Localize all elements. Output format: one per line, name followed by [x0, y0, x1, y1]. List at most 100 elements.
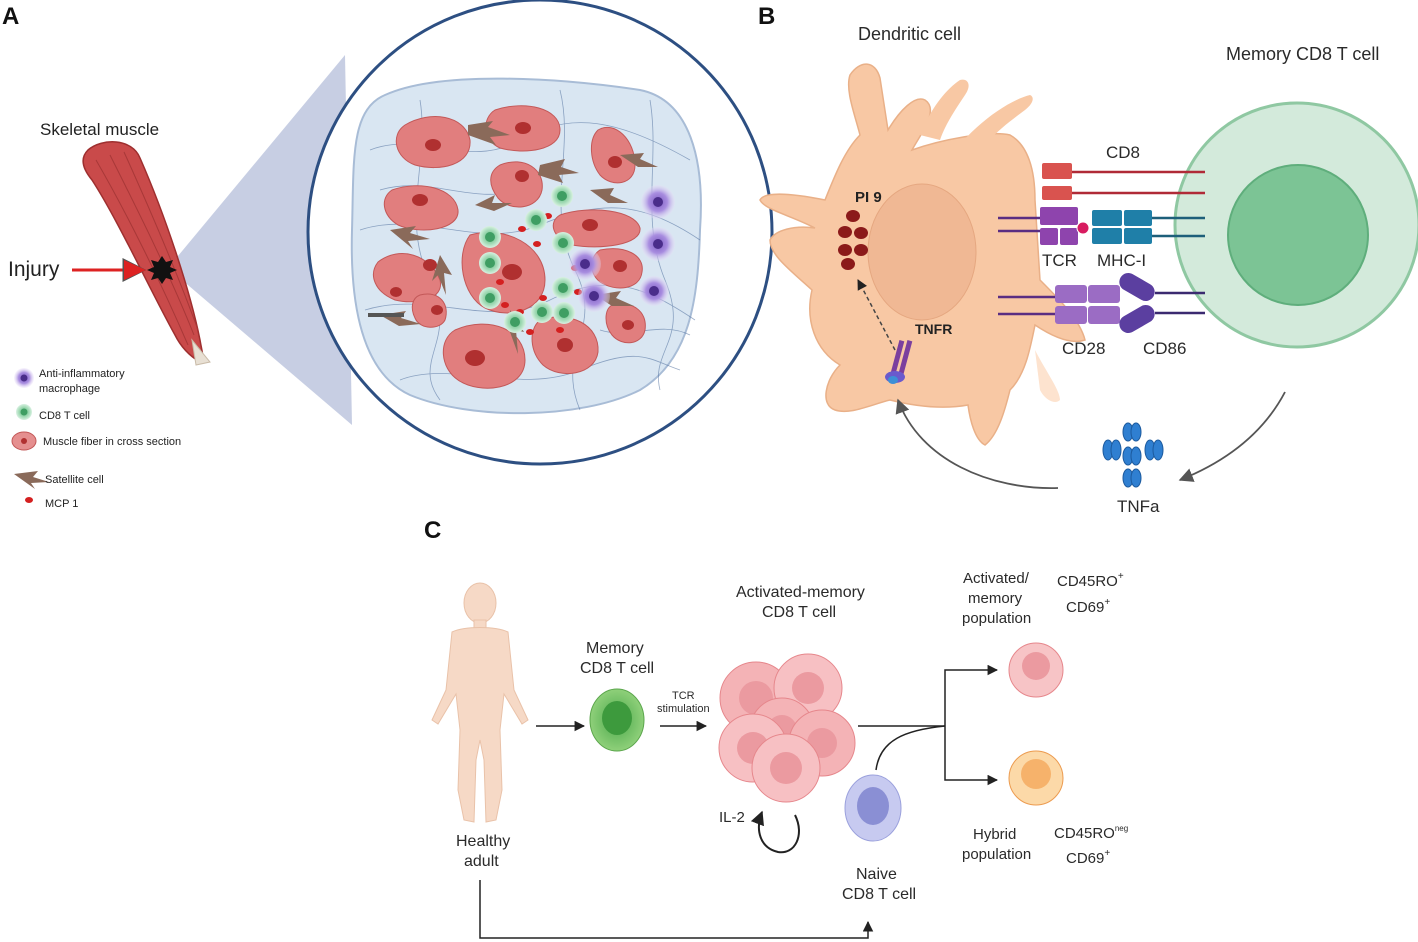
legend: Anti-inflammatory macrophage CD8 T cell …: [11, 368, 181, 510]
legend-item-macrophage: Anti-inflammatory macrophage: [14, 368, 125, 395]
legend-label-mcp1: MCP 1: [45, 498, 78, 510]
healthy-adult-icon: [431, 582, 529, 823]
memory-label-line1: Memory: [586, 640, 644, 657]
legend-item-mcp1: MCP 1: [25, 497, 78, 510]
cd86-block-icon: [1119, 304, 1155, 333]
cd86-label: CD86: [1143, 339, 1186, 358]
mhc-label: MHC-I: [1097, 251, 1146, 270]
memory-cd8-nucleus: [1227, 164, 1369, 306]
act-pop-line1: Activated/: [963, 570, 1030, 587]
hyb-pop-line2: population: [962, 846, 1031, 863]
pi9-granules: [838, 210, 868, 270]
il2-label: IL-2: [719, 809, 745, 826]
marker2-cd45ro: CD45ROneg: [1054, 824, 1128, 842]
arrow-to-activated-pop: [944, 664, 999, 726]
dendritic-nucleus: [867, 183, 977, 321]
dendrite: [920, 79, 969, 140]
cd86-block-icon: [1119, 273, 1155, 301]
injury-arrowhead: [124, 260, 146, 280]
healthy-label-line1: Healthy: [456, 833, 510, 850]
cd28-block-icon: [1088, 285, 1120, 303]
cd28-label: CD28: [1062, 339, 1105, 358]
cd8-block-icon: [1042, 186, 1072, 200]
cd8-label: CD8: [1106, 143, 1140, 162]
activated-memory-cluster-icon: [718, 653, 856, 803]
naive-cd8-nucleus: [857, 787, 889, 825]
mhc-block-icon: [1092, 228, 1122, 244]
satellite-cell-icon: [14, 471, 49, 489]
hyb-pop-line1: Hybrid: [973, 826, 1016, 843]
activated-pop-nucleus: [1022, 652, 1050, 680]
legend-label-muscle-fiber: Muscle fiber in cross section: [43, 436, 181, 448]
scale-bar: [368, 313, 404, 317]
marker1-cd45ro: CD45RO+: [1057, 571, 1124, 590]
panel-a: A Skeletal muscle Injury: [2, 0, 774, 510]
injury-site-icon: [147, 256, 177, 284]
legend-item-satellite-cell: Satellite cell: [14, 471, 104, 489]
muscle-fibers: [373, 105, 646, 389]
healthy-label-line2: adult: [464, 853, 499, 870]
arrow-to-naive: [479, 880, 874, 939]
panel-c-letter: C: [424, 517, 441, 544]
pi9-label: PI 9: [855, 189, 882, 206]
marker1-cd69: CD69+: [1066, 597, 1110, 616]
naive-label-line1: Naive: [856, 866, 897, 883]
activated-label-line2: CD8 T cell: [762, 604, 836, 621]
mhc-block-icon: [1124, 228, 1152, 244]
dendrite: [955, 95, 1033, 160]
mhc-block-icon: [1092, 210, 1122, 226]
tnfa-binding-arrow: [895, 398, 1059, 489]
cd28-block-icon: [1055, 306, 1087, 324]
activated-label-line1: Activated-memory: [736, 584, 865, 601]
tcr-stimulation-line2: stimulation: [657, 703, 710, 715]
tcr-label: TCR: [1042, 251, 1077, 270]
naive-label-line2: CD8 T cell: [842, 886, 916, 903]
marker2-cd69: CD69+: [1066, 848, 1110, 867]
dendritic-cell-label: Dendritic cell: [858, 24, 961, 44]
memory-label-line2: CD8 T cell: [580, 660, 654, 677]
injury-label: Injury: [8, 258, 60, 281]
macrophages: [569, 185, 675, 312]
il2-autocrine-arrow: [750, 810, 800, 854]
skeletal-muscle-label: Skeletal muscle: [40, 120, 159, 139]
mcp1-icon: [25, 497, 33, 503]
hybrid-pop-nucleus: [1021, 759, 1051, 789]
tcr-block-icon: [1040, 207, 1078, 225]
tnfa-secretion-arrow: [1178, 391, 1286, 482]
zoom-cone: [168, 55, 352, 425]
panel-c: C Healthy adult Memory CD8 T cell TCR st…: [424, 517, 1128, 939]
tnfa-molecules-icon: [1102, 422, 1164, 488]
tcr-stimulation-line1: TCR: [672, 690, 695, 702]
legend-item-t-cell: CD8 T cell: [16, 404, 90, 422]
peptide-icon: [1076, 221, 1090, 235]
tnfa-label: TNFa: [1117, 497, 1160, 516]
tnfr-receptor-icon: [885, 340, 913, 384]
tissue-cross-section: [350, 77, 702, 415]
tnfr-label: TNFR: [915, 321, 952, 337]
act-pop-line2: memory: [968, 590, 1023, 607]
cd28-block-icon: [1055, 285, 1087, 303]
legend-label-macrophage: Anti-inflammatory: [39, 368, 125, 380]
act-pop-line3: population: [962, 610, 1031, 627]
legend-label-satellite-cell: Satellite cell: [45, 474, 104, 486]
mhc-block-icon: [1124, 210, 1152, 226]
muscle-striation: [95, 151, 199, 346]
dendrite-faint: [1035, 350, 1060, 402]
panel-b: B Dendritic cell Memory CD8 T cell PI 9: [758, 3, 1418, 516]
memory-cd8-cell-c-nucleus: [602, 701, 632, 735]
cd8-block-icon: [1042, 163, 1072, 179]
tcr-block-icon: [1060, 228, 1078, 245]
panel-a-letter: A: [2, 3, 19, 30]
legend-item-muscle-fiber: Muscle fiber in cross section: [11, 431, 181, 451]
t-cells: [479, 185, 575, 333]
legend-label-macrophage-line2: macrophage: [39, 383, 100, 395]
tendon-icon: [191, 338, 211, 366]
cd28-block-icon: [1088, 306, 1120, 324]
memory-cd8-label: Memory CD8 T cell: [1226, 44, 1379, 64]
signal-dashed-arrow: [857, 279, 896, 351]
naive-merge-arrow: [875, 725, 946, 771]
arrow-to-hybrid-pop: [944, 726, 999, 786]
tcr-block-icon: [1040, 228, 1058, 245]
panel-b-letter: B: [758, 3, 775, 30]
